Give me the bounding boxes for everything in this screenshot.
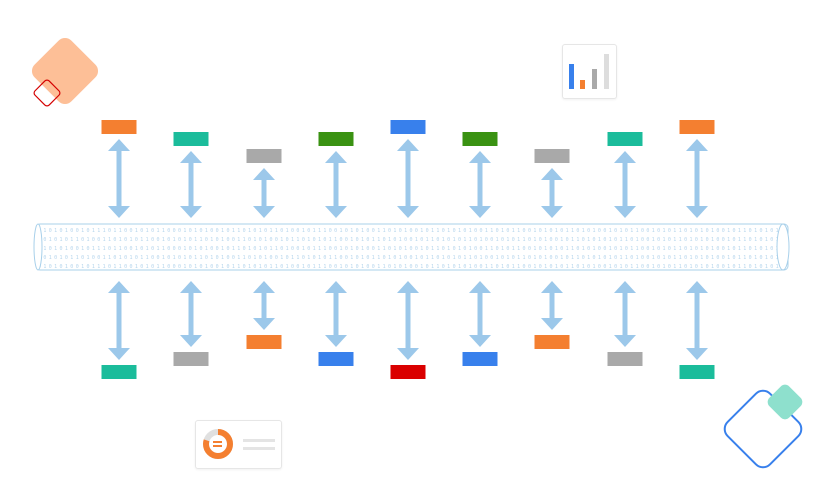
donut-segment — [203, 429, 233, 459]
bottom-node — [173, 352, 209, 366]
double-arrow-icon — [253, 281, 275, 330]
legend-line — [243, 439, 275, 442]
top-node — [318, 132, 354, 146]
top-node — [173, 132, 209, 146]
bottom-node — [534, 335, 570, 349]
bottom-node — [246, 335, 282, 349]
top-node — [246, 149, 282, 163]
top-node — [607, 132, 643, 146]
top-node — [462, 132, 498, 146]
binary-row: 0 1 0 1 0 1 0 0 1 0 1 1 1 0 1 1 0 0 1 0 … — [38, 228, 784, 234]
double-arrow-icon — [253, 168, 275, 218]
double-arrow-icon — [614, 151, 636, 218]
bar-chart-bar — [569, 64, 574, 89]
binary-row: 0 1 0 1 0 1 0 0 1 0 1 1 1 0 1 1 0 0 1 0 … — [38, 246, 784, 252]
data-bus: 0 1 0 1 0 1 0 0 1 0 1 1 1 0 1 1 0 0 1 0 … — [33, 223, 790, 271]
bus-nodes — [101, 120, 715, 379]
binary-row: 1 0 1 0 1 0 1 1 0 1 0 0 1 1 0 1 0 1 0 1 … — [38, 237, 784, 243]
double-arrow-icon — [541, 281, 563, 330]
bottom-node — [390, 365, 426, 379]
double-arrow-icon — [397, 281, 419, 360]
double-arrow-icon — [325, 281, 347, 347]
double-arrow-icon — [180, 281, 202, 347]
bar-chart-card — [562, 44, 617, 99]
double-arrow-icon — [397, 139, 419, 218]
donut-center-mark — [213, 445, 222, 447]
double-arrow-icon — [686, 281, 708, 360]
decoration-top-left — [31, 37, 99, 107]
red-diamond-outline-shape — [33, 79, 61, 107]
legend-line — [243, 447, 275, 450]
double-arrow-icon — [108, 281, 130, 360]
double-arrow-icon — [325, 151, 347, 218]
data-bus-left-cap — [33, 223, 43, 271]
double-arrow-icon — [541, 168, 563, 218]
double-arrow-icon — [180, 151, 202, 218]
bottom-node — [679, 365, 715, 379]
double-arrow-icon — [614, 281, 636, 347]
double-arrow-icon — [686, 139, 708, 218]
binary-stream: 0 1 0 1 0 1 0 0 1 0 1 1 1 0 1 1 0 0 1 0 … — [38, 228, 784, 270]
bottom-node — [318, 352, 354, 366]
mint-diamond-shape — [767, 384, 803, 420]
binary-row: 1 0 1 0 1 0 1 1 0 1 0 0 1 1 0 1 0 1 0 1 … — [38, 255, 784, 261]
decoration-bottom-right — [723, 384, 803, 469]
top-node — [390, 120, 426, 134]
bar-chart-bar — [580, 80, 585, 89]
top-node — [534, 149, 570, 163]
bottom-node — [462, 352, 498, 366]
peach-diamond-shape — [31, 37, 99, 105]
double-arrow-icon — [108, 139, 130, 218]
binary-row: 0 1 0 1 0 1 0 0 1 0 1 1 1 0 1 1 0 0 1 0 … — [38, 264, 784, 270]
bottom-node — [607, 352, 643, 366]
bar-chart-bar — [604, 54, 609, 89]
double-arrow-icon — [469, 151, 491, 218]
connection-arrows — [108, 139, 708, 360]
donut-center-mark — [213, 441, 222, 443]
data-bus-right-cap — [776, 223, 790, 271]
bar-chart-icon — [569, 54, 609, 89]
donut-chart-icon — [203, 429, 275, 459]
double-arrow-icon — [469, 281, 491, 347]
bottom-node — [101, 365, 137, 379]
bar-chart-bar — [592, 69, 597, 89]
top-node — [679, 120, 715, 134]
top-node — [101, 120, 137, 134]
donut-chart-card — [195, 420, 282, 469]
